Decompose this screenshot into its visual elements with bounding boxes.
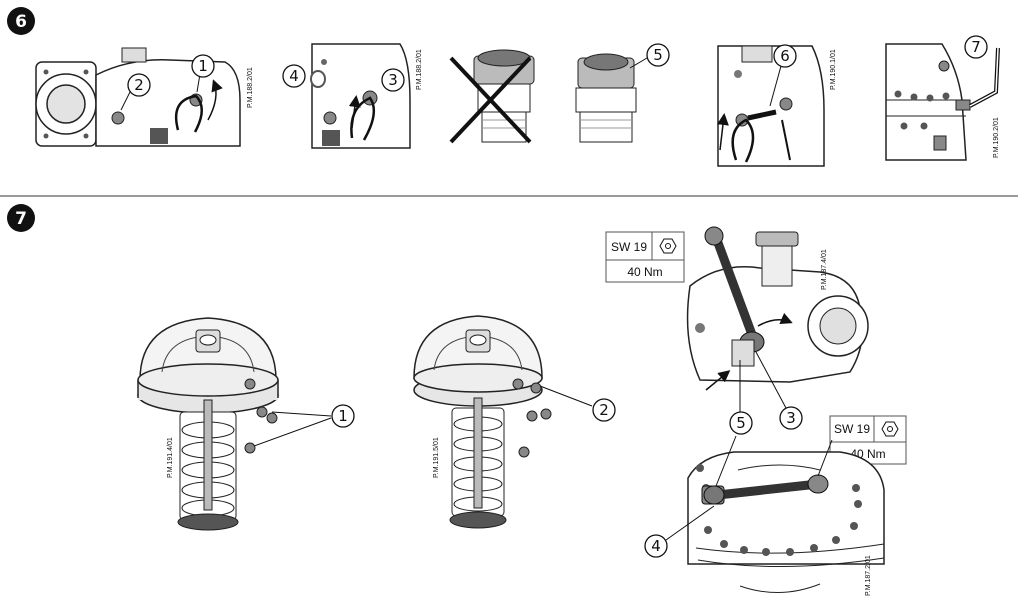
callout-6-4: 4 xyxy=(282,64,306,88)
svg-text:5: 5 xyxy=(653,46,663,64)
hexagon-nut-icon xyxy=(659,238,677,254)
callout-7-3: 3 xyxy=(779,406,803,430)
figure-code: P.M.191.5/01 xyxy=(433,437,440,478)
svg-text:2: 2 xyxy=(134,76,144,94)
svg-text:6: 6 xyxy=(15,12,27,32)
callout-7-2: 2 xyxy=(592,398,616,422)
callout-6-3: 3 xyxy=(381,68,405,92)
step6-correct-fitting-figure xyxy=(575,53,648,143)
step-7-badge: 7 xyxy=(7,204,35,232)
callout-6-6: 6 xyxy=(773,44,797,68)
svg-text:7: 7 xyxy=(15,209,27,229)
svg-text:4: 4 xyxy=(289,67,299,85)
callout-6-7: 7 xyxy=(964,35,988,59)
step6-plug-removal-figure xyxy=(310,43,411,149)
callout-7-5: 5 xyxy=(729,411,753,435)
wrench-spec-box-1: SW 19 40 Nm xyxy=(605,231,685,283)
svg-text:6: 6 xyxy=(780,47,790,65)
svg-text:4: 4 xyxy=(651,537,661,555)
torque-label: 40 Nm xyxy=(627,265,662,279)
step6-actuator-pipe-figure xyxy=(885,43,1000,161)
step6-wrong-fitting-figure xyxy=(473,49,535,143)
figure-code: P.M.191.4/01 xyxy=(167,437,174,478)
svg-text:3: 3 xyxy=(786,409,796,427)
callout-6-1: 1 xyxy=(191,54,215,78)
figure-code: P.M.190.1/01 xyxy=(830,49,837,90)
svg-text:2: 2 xyxy=(599,401,609,419)
wrench-size-label: SW 19 xyxy=(834,422,870,436)
step7-valve-wrench-figure xyxy=(686,226,869,414)
step7-actuator-right-figure xyxy=(413,315,593,529)
svg-text:1: 1 xyxy=(338,407,348,425)
step7-actuator-left-figure xyxy=(137,317,332,531)
callout-6-5: 5 xyxy=(646,43,670,67)
figure-code: P.M.188.2/01 xyxy=(416,49,423,90)
step7-actuator-wrench-figure xyxy=(665,435,885,593)
step6-fitting-mount-figure xyxy=(716,45,825,167)
step6-valve-body-figure xyxy=(35,47,241,147)
figure-code: P.M.190.2/01 xyxy=(993,117,1000,158)
svg-text:3: 3 xyxy=(388,71,398,89)
svg-text:1: 1 xyxy=(198,57,208,75)
figure-code: P.M.187.2/01 xyxy=(865,555,872,596)
figure-code: P.M.188.2/01 xyxy=(247,67,254,108)
svg-text:5: 5 xyxy=(736,414,746,432)
svg-text:7: 7 xyxy=(971,38,981,56)
hexagon-nut-icon xyxy=(881,421,899,437)
figure-code: P.M.187.4/01 xyxy=(821,249,828,290)
callout-7-4: 4 xyxy=(644,534,668,558)
step-6-badge: 6 xyxy=(7,7,35,35)
cross-out-icon xyxy=(449,56,532,144)
callout-7-1: 1 xyxy=(331,404,355,428)
wrench-size-label: SW 19 xyxy=(611,240,647,254)
callout-6-2: 2 xyxy=(127,73,151,97)
